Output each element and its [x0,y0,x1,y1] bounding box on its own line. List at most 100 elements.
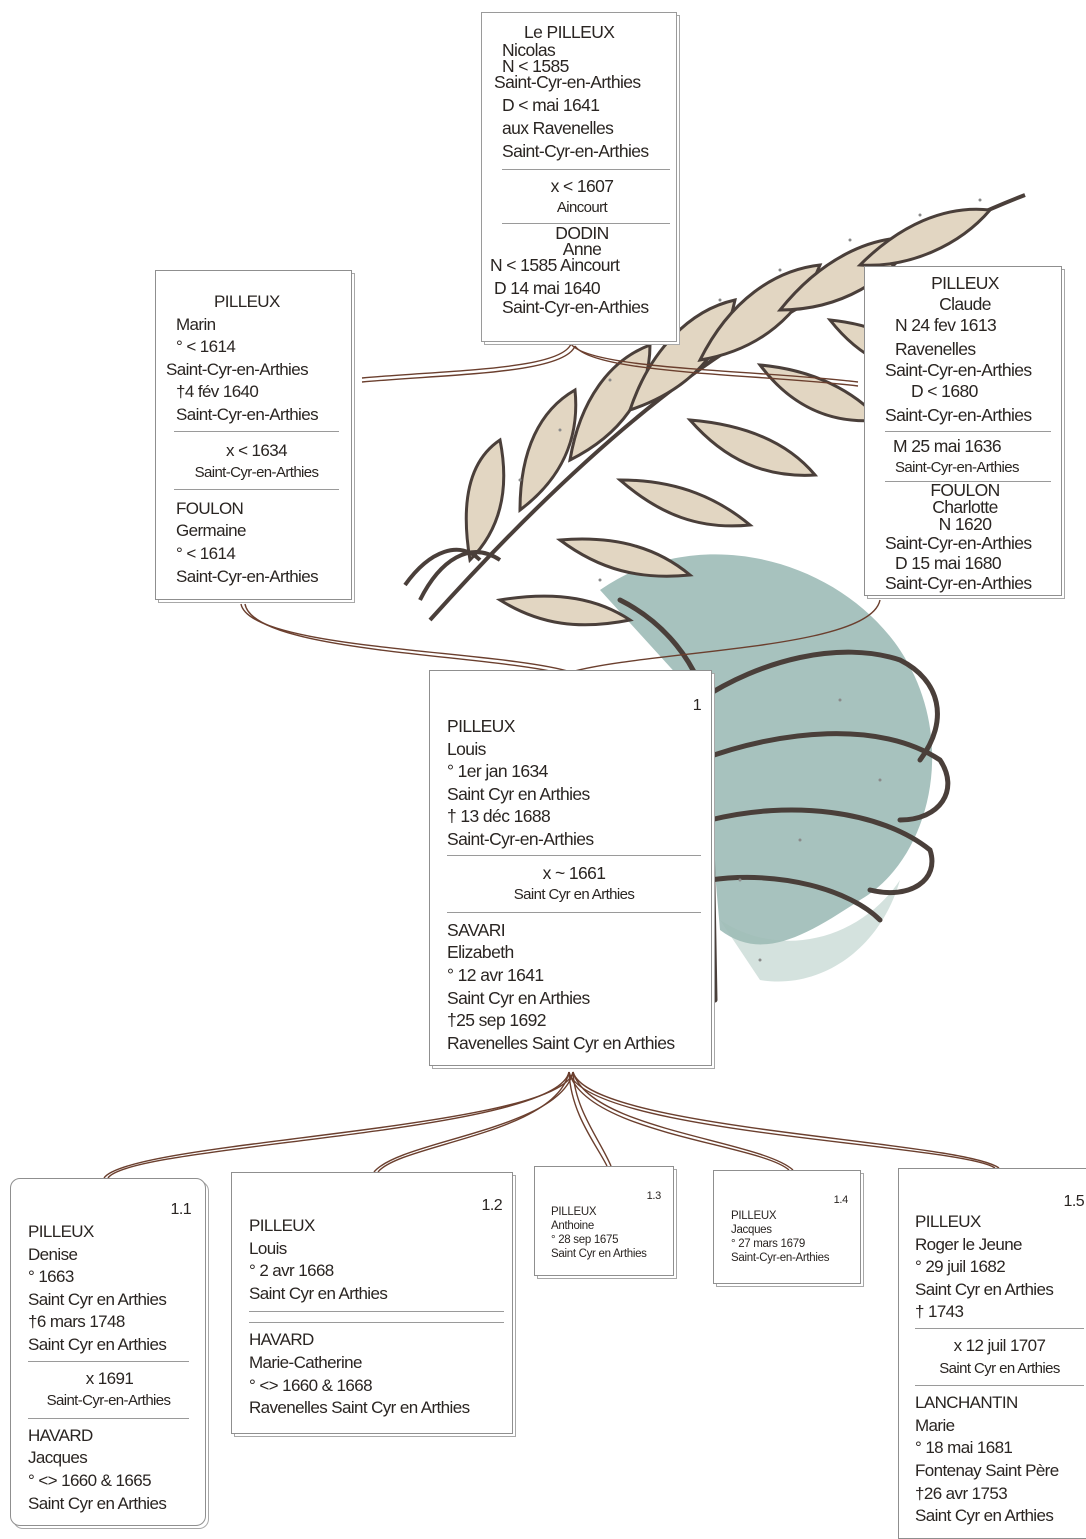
spouse-firstname: Marie-Catherine [249,1352,362,1372]
person-firstname: Roger le Jeune [915,1234,1023,1254]
card-top-couple[interactable]: Le PILLEUX Nicolas N < 1585 Saint-Cyr-en… [481,12,677,342]
person-surname: PILLEUX [214,292,280,311]
person-firstname: Denise [28,1244,78,1264]
person-birth: ° 1663 [28,1267,74,1287]
spouse-death-place: Saint-Cyr-en-Arthies [502,297,649,317]
link-main-child2-inner [377,1071,570,1173]
link-main-child3 [572,1071,612,1167]
spouse-birth: ° 12 avr 1641 [447,964,544,985]
spouse-surname: HAVARD [249,1330,314,1350]
spouse-birth-place: Ravenelles Saint Cyr en Arthies [249,1398,470,1418]
person-surname: PILLEUX [447,716,515,736]
person-birth-place: Saint Cyr en Arthies [447,783,590,804]
person-firstname: Louis [249,1238,287,1258]
marriage-date: x 12 juil 1707 [953,1335,1046,1355]
person-birth: ° < 1614 [176,337,236,357]
person-firstname: Anthoine [551,1220,594,1232]
divider [28,1417,189,1419]
person-death: † 1743 [915,1302,964,1322]
marriage-place: Saint Cyr en Arthies [939,1359,1060,1377]
person-death-place: Saint-Cyr-en-Arthies [885,405,1032,425]
person-firstname: Marin [176,314,216,334]
person-birth: ° 2 avr 1668 [249,1261,334,1281]
link-top-left-inner [361,345,576,383]
person-death-place: Saint Cyr en Arthies [28,1334,167,1354]
monstera-leaf-shape-light [720,880,900,982]
marriage-date: x ~ 1661 [542,862,606,883]
spouse-firstname: Germaine [176,521,246,541]
person-death-place: Saint-Cyr-en-Arthies [447,828,594,849]
divider [249,1322,504,1324]
marriage-date: x < 1607 [550,176,614,196]
spouse-birth-place: Saint-Cyr-en-Arthies [176,566,319,586]
person-birth-place-2: Saint-Cyr-en-Arthies [885,360,1032,380]
spouse-birth-place: Saint-Cyr-en-Arthies [885,533,1032,553]
divider [915,1327,1084,1329]
spouse-surname: DODIN [555,223,609,243]
spouse-firstname: Jacques [28,1448,88,1468]
link-top-right [570,343,859,383]
divider [174,488,339,490]
spouse-birth-place: Saint Cyr en Arthies [28,1493,167,1513]
person-death: †6 mars 1748 [28,1312,125,1332]
person-birth-place: Ravenelles [895,339,976,359]
spouse-firstname: Anne [562,239,602,259]
fern-frond [403,193,1026,627]
person-surname: PILLEUX [731,1210,777,1222]
person-surname: Le PILLEUX [524,22,615,42]
link-right-main [570,599,881,673]
person-birth: N 24 fev 1613 [895,315,997,335]
spouse-death-place: Ravenelles Saint Cyr en Arthies [447,1032,675,1053]
spouse-birth-place: Saint Cyr en Arthies [447,987,590,1008]
spouse-surname: HAVARD [28,1425,93,1445]
card-left-couple[interactable]: PILLEUX Marin ° < 1614 Saint-Cyr-en-Arth… [155,270,352,600]
card-main-couple[interactable]: 1 PILLEUX Louis ° 1er jan 1634 Saint Cyr… [429,670,712,1066]
marriage-place: Aincourt [556,199,608,216]
card-child-1-1[interactable]: 1.1 PILLEUX Denise ° 1663 Saint Cyr en A… [10,1178,206,1526]
person-birth: ° 27 mars 1679 [731,1238,805,1250]
person-firstname: Claude [939,294,991,314]
person-death: †4 fév 1640 [176,382,259,402]
person-death-place: Saint-Cyr-en-Arthies [176,404,319,424]
link-left-main [240,603,572,673]
link-main-child4-inner [568,1071,790,1171]
divider [502,169,670,170]
card-child-1-3[interactable]: 1.3 PILLEUX Anthoine ° 28 sep 1675 Saint… [534,1166,674,1276]
divider [28,1360,189,1362]
generation-number: 1.2 [481,1197,503,1214]
card-right-couple[interactable]: PILLEUX Claude N 24 fev 1613 Ravenelles … [864,266,1062,596]
card-child-1-5[interactable]: 1.5 PILLEUX Roger le Jeune ° 29 juil 168… [898,1168,1086,1539]
divider [447,854,701,856]
person-birth-place: Saint Cyr en Arthies [249,1283,388,1303]
marriage-place: Saint-Cyr-en-Arthies [194,464,319,482]
card-child-1-2[interactable]: 1.2 PILLEUX Louis ° 2 avr 1668 Saint Cyr… [231,1172,513,1434]
divider [174,430,339,432]
marriage-date: x < 1634 [226,440,288,460]
person-surname: PILLEUX [551,1206,597,1218]
spouse-death-place: Saint-Cyr-en-Arthies [885,573,1032,593]
person-death: D < mai 1641 [502,95,600,115]
link-left-main-inner [244,603,572,677]
spouse-firstname: Charlotte [932,497,998,517]
dotted-texture [518,198,982,962]
generation-number: 1.3 [646,1190,662,1202]
link-main-child4 [572,1071,794,1171]
link-main-child5 [572,1071,1000,1169]
marriage-place: Saint-Cyr-en-Arthies [46,1392,171,1410]
marriage-place: Saint-Cyr-en-Arthies [895,459,1019,476]
divider [915,1385,1084,1387]
spouse-death: D 15 mai 1680 [895,553,1002,573]
divider [249,1311,504,1313]
spouse-birth: ° <> 1660 & 1668 [249,1375,373,1395]
divider [885,431,1051,432]
person-firstname: Jacques [731,1224,772,1236]
person-surname: PILLEUX [931,273,999,293]
person-birth-place: Saint Cyr en Arthies [551,1248,647,1260]
person-surname: PILLEUX [915,1212,981,1231]
card-child-1-4[interactable]: 1.4 PILLEUX Jacques ° 27 mars 1679 Saint… [713,1170,861,1284]
spouse-birth: ° <> 1660 & 1665 [28,1470,152,1490]
person-birth: ° 29 juil 1682 [915,1257,1006,1277]
link-main-child5-inner [568,1071,996,1169]
